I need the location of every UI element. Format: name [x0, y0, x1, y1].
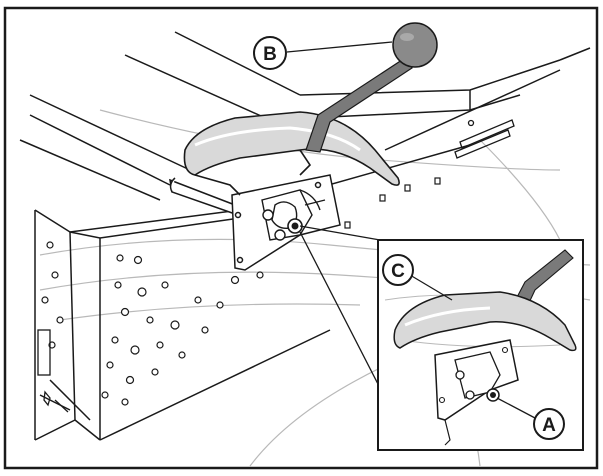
- ball-knob-icon: [392, 22, 438, 68]
- lower-left-bracket: [43, 390, 69, 413]
- callout-a-label: A: [542, 415, 556, 436]
- leader-line-b: [286, 41, 393, 53]
- leader-line-a: [496, 397, 536, 419]
- detail-bolt-icon: [486, 388, 500, 402]
- lever-rod: [305, 57, 413, 153]
- lever-handle: [183, 111, 400, 196]
- callout-b: B: [253, 36, 287, 70]
- frame-rail: [34, 144, 471, 441]
- panel-slots: [454, 119, 515, 159]
- side-cutout: [37, 329, 51, 376]
- callout-c: C: [382, 254, 414, 286]
- callout-a: A: [533, 408, 565, 440]
- callout-b-label: B: [263, 44, 277, 65]
- main-bolt-icon: [287, 218, 303, 234]
- leader-line-c: [409, 274, 453, 301]
- callout-c-label: C: [391, 261, 405, 282]
- frame-holes: [41, 177, 441, 406]
- diagram-frame: [3, 6, 599, 470]
- zoom-leader-lines: [299, 225, 381, 389]
